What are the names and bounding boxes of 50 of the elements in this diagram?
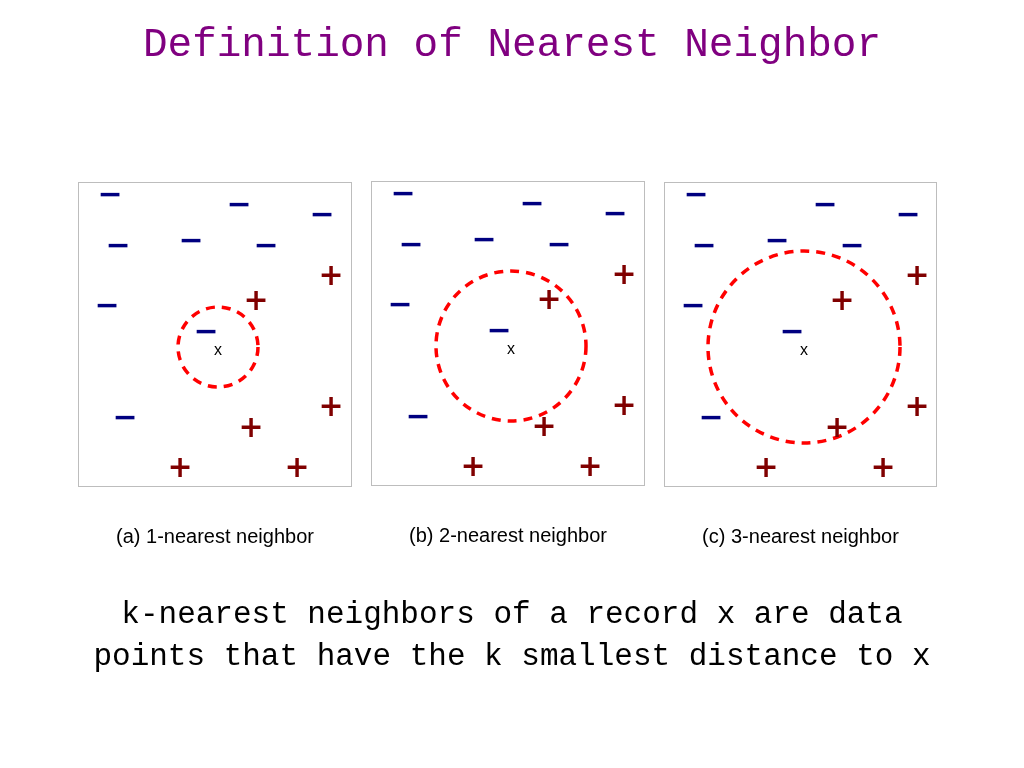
positive-point: +: [531, 411, 557, 441]
negative-point: −: [226, 189, 252, 219]
negative-point: −: [94, 290, 120, 320]
positive-point: +: [753, 452, 779, 482]
negative-point: −: [691, 230, 717, 260]
plot-panel: [371, 181, 645, 486]
positive-point: +: [167, 452, 193, 482]
positive-point: +: [284, 452, 310, 482]
negative-point: −: [895, 199, 921, 229]
definition-text: k-nearest neighbors of a record x are data points that have the k smallest distance to x: [92, 596, 932, 676]
negative-point: −: [178, 225, 204, 255]
positive-point: +: [238, 412, 264, 442]
negative-point: −: [519, 188, 545, 218]
negative-point: −: [764, 225, 790, 255]
positive-point: +: [611, 259, 637, 289]
negative-point: −: [602, 198, 628, 228]
negative-point: −: [683, 179, 709, 209]
panel-caption: (a) 1-nearest neighbor: [116, 524, 314, 548]
negative-point: −: [546, 229, 572, 259]
plot-panel: [78, 182, 352, 487]
negative-point: −: [471, 224, 497, 254]
positive-point: +: [460, 451, 486, 481]
positive-point: +: [577, 451, 603, 481]
positive-point: +: [536, 284, 562, 314]
negative-point: −: [387, 289, 413, 319]
positive-point: +: [243, 285, 269, 315]
negative-point: −: [105, 230, 131, 260]
positive-point: +: [318, 391, 344, 421]
panel-caption: (c) 3-nearest neighbor: [702, 524, 899, 548]
negative-point: −: [839, 230, 865, 260]
negative-point: −: [390, 178, 416, 208]
negative-point: −: [398, 229, 424, 259]
slide-title: Definition of Nearest Neighbor: [141, 21, 883, 70]
negative-point: −: [405, 401, 431, 431]
panel-caption: (b) 2-nearest neighbor: [409, 523, 607, 547]
positive-point: +: [904, 391, 930, 421]
negative-point: −: [680, 290, 706, 320]
negative-point: −: [112, 402, 138, 432]
positive-point: +: [611, 390, 637, 420]
negative-point: −: [812, 189, 838, 219]
positive-point: +: [318, 260, 344, 290]
plot-panel: [664, 182, 937, 487]
negative-point: −: [253, 230, 279, 260]
positive-point: +: [824, 412, 850, 442]
positive-point: +: [829, 285, 855, 315]
negative-point: −: [698, 402, 724, 432]
positive-point: +: [904, 260, 930, 290]
positive-point: +: [870, 452, 896, 482]
negative-point: −: [309, 199, 335, 229]
negative-point: −: [97, 179, 123, 209]
